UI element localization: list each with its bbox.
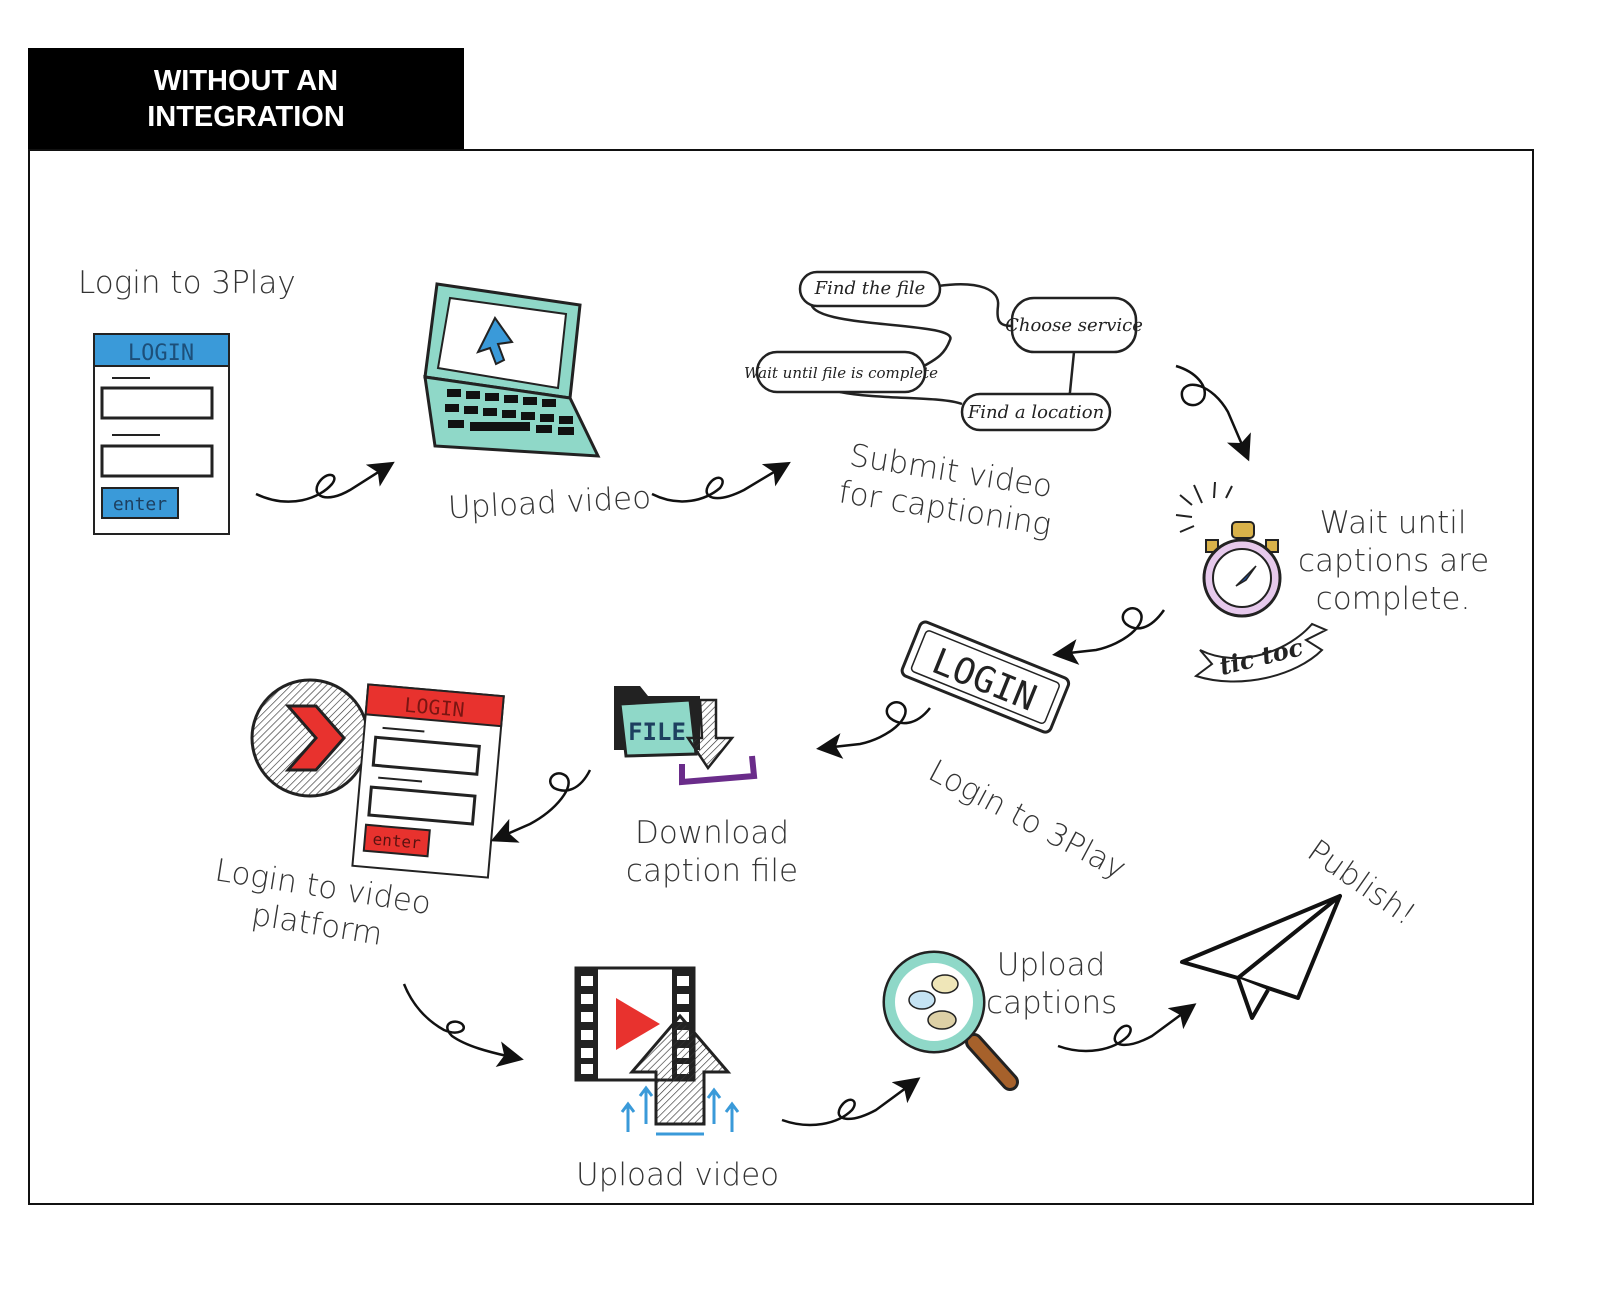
mindmap-choose-service: Choose service: [1005, 315, 1143, 336]
mindmap-wait: Wait until file is complete: [744, 364, 938, 382]
step-login-3play-label: Login to 3Play: [78, 265, 296, 301]
laptop-icon: [423, 282, 601, 458]
file-download-icon: FILE: [614, 686, 758, 786]
step-upload-video-2-label: Upload video: [576, 1157, 780, 1193]
section-header: WITHOUT AN INTEGRATION: [28, 48, 464, 149]
login-form-2-icon: LOGIN enter: [351, 683, 505, 879]
arrow-wait-to-login: [1052, 607, 1166, 665]
login-form-icon: LOGIN enter: [93, 333, 230, 535]
mindmap-find-location: Find a location: [967, 402, 1104, 423]
arrow-download-to-platform: [490, 769, 592, 843]
login-form-title: LOGIN: [128, 341, 194, 366]
header-line-2: INTEGRATION: [147, 100, 345, 133]
arrow-login-to-download: [816, 701, 931, 759]
arrow-login-to-upload: [255, 461, 395, 503]
step-wait-line-2: captions are: [1298, 543, 1490, 579]
step-download-label: Download caption file: [612, 814, 812, 890]
diagram-frame: [28, 149, 1534, 1205]
step-upload-captions-label: Upload captions: [986, 946, 1118, 1022]
step-wait-line-3: complete.: [1315, 581, 1471, 617]
login-form-button: enter: [113, 494, 167, 515]
submit-mindmap-icon: [755, 270, 1138, 432]
arrow-upload-to-captions: [781, 1077, 921, 1127]
step-wait-label: Wait until captions are complete.: [1298, 504, 1490, 618]
film-upload-icon: [574, 966, 740, 1136]
arrow-platform-to-upload: [402, 983, 524, 1067]
login-form-2-title: LOGIN: [403, 693, 465, 722]
step-upload-captions-line-1: Upload: [996, 947, 1106, 983]
arrow-upload-to-submit: [651, 461, 791, 503]
arrow-captions-to-publish: [1057, 1003, 1197, 1053]
step-download-line-2: caption file: [625, 853, 799, 889]
magnifier-icon: [882, 950, 1019, 1091]
login-form-2-button: enter: [372, 829, 422, 852]
video-platform-icon: [250, 678, 370, 798]
step-download-line-1: Download: [634, 815, 790, 851]
file-folder-text: FILE: [628, 718, 686, 746]
step-upload-captions-line-2: captions: [986, 985, 1118, 1021]
paper-plane-icon: [1180, 894, 1342, 1020]
step-wait-line-1: Wait until: [1319, 505, 1467, 541]
mindmap-find-file: Find the file: [814, 278, 926, 299]
login-sign-icon: LOGIN: [900, 620, 1071, 734]
header-line-1: WITHOUT AN: [153, 64, 339, 97]
flow-arrows: [255, 364, 1251, 1127]
arrow-submit-to-wait: [1175, 364, 1251, 462]
